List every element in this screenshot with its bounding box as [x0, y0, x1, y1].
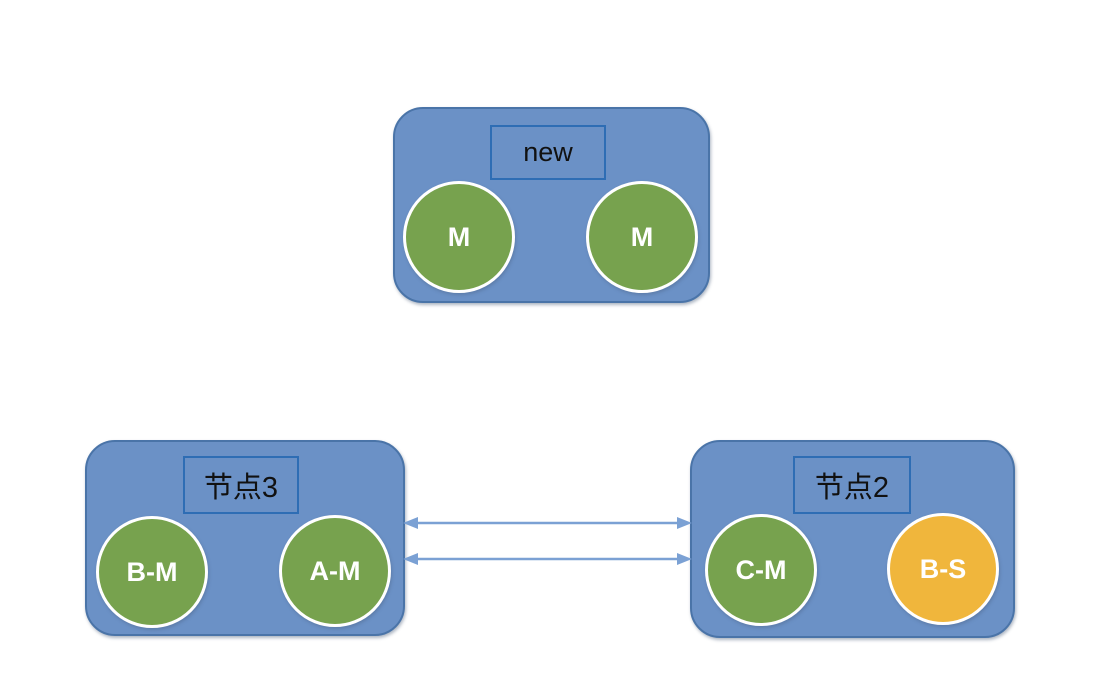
node-new-label: new — [523, 137, 573, 167]
circle-label: M — [630, 221, 654, 252]
node-3: 节点3 B-M A-M — [85, 440, 405, 636]
node-3-circle-am: A-M — [279, 515, 391, 627]
node-3-label-box: 节点3 — [183, 456, 299, 514]
circle-label: A-M — [309, 555, 361, 586]
node-new-circle-m1: M — [403, 181, 515, 293]
node-2: 节点2 C-M B-S — [690, 440, 1015, 638]
double-arrow-top — [403, 517, 692, 529]
node-2-circle-cm: C-M — [705, 514, 817, 626]
circle-label: B-M — [126, 556, 178, 587]
node-3-circle-bm: B-M — [96, 516, 208, 628]
node-2-label: 节点2 — [814, 472, 890, 504]
node-new-label-box: new — [490, 125, 606, 180]
node-3-label: 节点3 — [203, 472, 279, 504]
double-arrow-bottom — [403, 553, 692, 565]
node-new: new M M — [393, 107, 710, 303]
circle-label: M — [447, 221, 471, 252]
node-2-circle-bs: B-S — [887, 513, 999, 625]
node-new-circle-m2: M — [586, 181, 698, 293]
double-arrow-connections — [403, 517, 692, 565]
circle-label: B-S — [919, 553, 967, 584]
node-2-label-box: 节点2 — [793, 456, 911, 514]
circle-label: C-M — [735, 554, 787, 585]
